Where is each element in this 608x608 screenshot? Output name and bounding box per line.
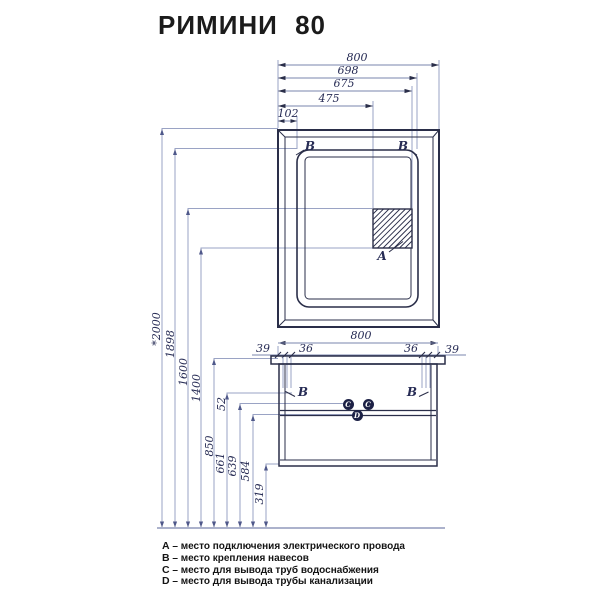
vanity-hanger-marker-right: B [406, 385, 418, 399]
dim-label-offset-39-left: 39 [256, 342, 270, 355]
drain-pin: D [351, 409, 363, 421]
dimension-arrows [159, 129, 269, 528]
legend-letter-a: A [162, 540, 170, 552]
mirror-cabinet [277, 129, 440, 328]
legend-row-d: D – место для вывода трубы канализации [162, 575, 405, 588]
mirror-dimension-arrowheads [278, 62, 439, 346]
electrical-marker: A [377, 249, 387, 263]
dim-label-mirror-475: 475 [318, 92, 340, 105]
dim-label-height-584: 584 [239, 460, 252, 482]
dim-label-mirror-675: 675 [333, 77, 355, 90]
dim-label-mirror-102: 102 [277, 107, 299, 120]
mirror-extension-lines [277, 60, 440, 208]
marker-leaders [285, 149, 429, 397]
legend-text-b: – место крепления навесов [172, 552, 309, 564]
legend-letter-d: D [162, 575, 170, 588]
legend-row-c: C – место для вывода труб водоснабжения [162, 563, 405, 577]
mirror-hanger-marker-right: B [397, 139, 409, 153]
vanity-width-dimension [252, 342, 466, 388]
dim-label-height-1898: 1898 [164, 330, 177, 358]
mirror-hanger-marker-left: B [304, 139, 316, 153]
water-supply-pin-2: C [362, 398, 374, 410]
dim-label-offset-36-right: 36 [404, 342, 418, 355]
legend-row-a: A – место подключения электрического про… [162, 540, 405, 553]
electrical-zone-hatch [372, 208, 413, 249]
dim-label-offset-36-left: 36 [299, 342, 313, 355]
legend-text-d: – место для вывода трубы канализации [172, 576, 373, 588]
dim-label-height-319: 319 [253, 483, 266, 505]
legend: A – место подключения электрического про… [162, 540, 405, 588]
dim-label-height-639: 639 [226, 455, 239, 477]
water-supply-pin-1: C [342, 398, 354, 410]
dim-label-offset-39-right: 39 [445, 343, 459, 356]
legend-letter-c: C [162, 563, 170, 576]
legend-text-a: – место подключения электрического прово… [172, 541, 405, 552]
height-dimension-lines [161, 128, 412, 527]
dim-label-height-1400: 1400 [190, 374, 203, 402]
legend-text-c: – место для вывода труб водоснабжения [172, 564, 379, 576]
dim-label-height-52: 52 [215, 397, 228, 411]
dim-label-mirror-800: 800 [346, 51, 368, 64]
vanity-hanger-marker-left: B [297, 385, 309, 399]
dim-label-height-1600: 1600 [177, 358, 190, 386]
legend-row-b: B – место крепления навесов [162, 551, 405, 565]
dim-label-vanity-800: 800 [350, 329, 372, 342]
dim-label-height-2000: *2000 [150, 312, 163, 346]
legend-letter-b: B [162, 551, 170, 564]
mirror-width-dimension-lines [278, 64, 439, 122]
dim-label-mirror-698: 698 [337, 64, 359, 77]
page-title: РИМИНИ 80 [158, 10, 326, 40]
